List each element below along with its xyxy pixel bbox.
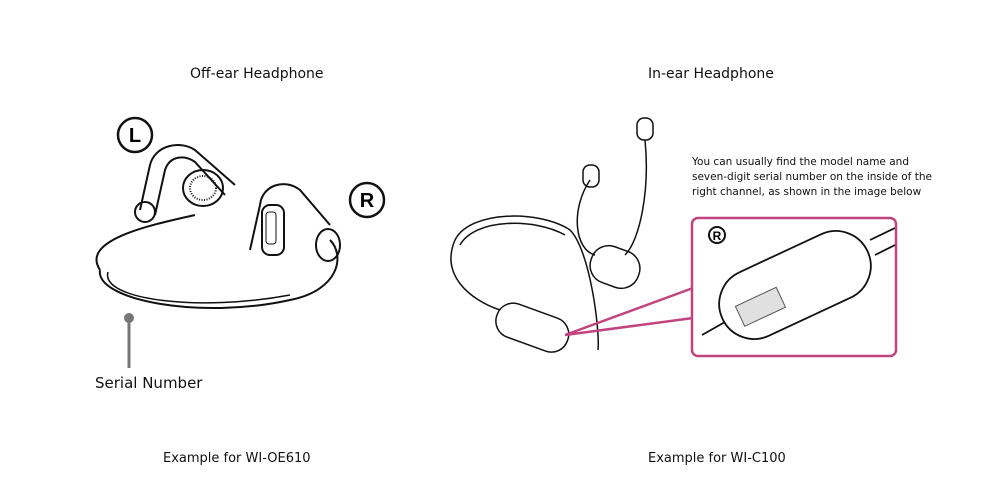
highlight-callout — [564, 216, 898, 358]
serial-label-area — [734, 286, 787, 327]
in-ear-caption: Example for WI-C100 — [648, 451, 786, 466]
note-line: You can usually find the model name and — [692, 156, 909, 168]
in-ear-headphone-drawing — [450, 117, 654, 353]
right-marker: R — [360, 190, 375, 212]
serial-number-label: Serial Number — [95, 374, 203, 392]
in-ear-title: In-ear Headphone — [648, 66, 774, 82]
closeup-right-marker: R — [713, 229, 722, 243]
off-ear-caption: Example for WI-OE610 — [163, 451, 311, 466]
serial-pointer-dot — [124, 313, 134, 323]
serial-location-note: You can usually find the model name and … — [692, 155, 932, 200]
left-marker: L — [129, 125, 141, 147]
off-ear-headphone-drawing — [95, 116, 386, 309]
note-line: right channel, as shown in the image bel… — [692, 186, 922, 198]
note-line: seven-digit serial number on the inside … — [692, 171, 932, 183]
right-channel-closeup — [701, 226, 896, 340]
off-ear-title: Off-ear Headphone — [190, 66, 324, 82]
